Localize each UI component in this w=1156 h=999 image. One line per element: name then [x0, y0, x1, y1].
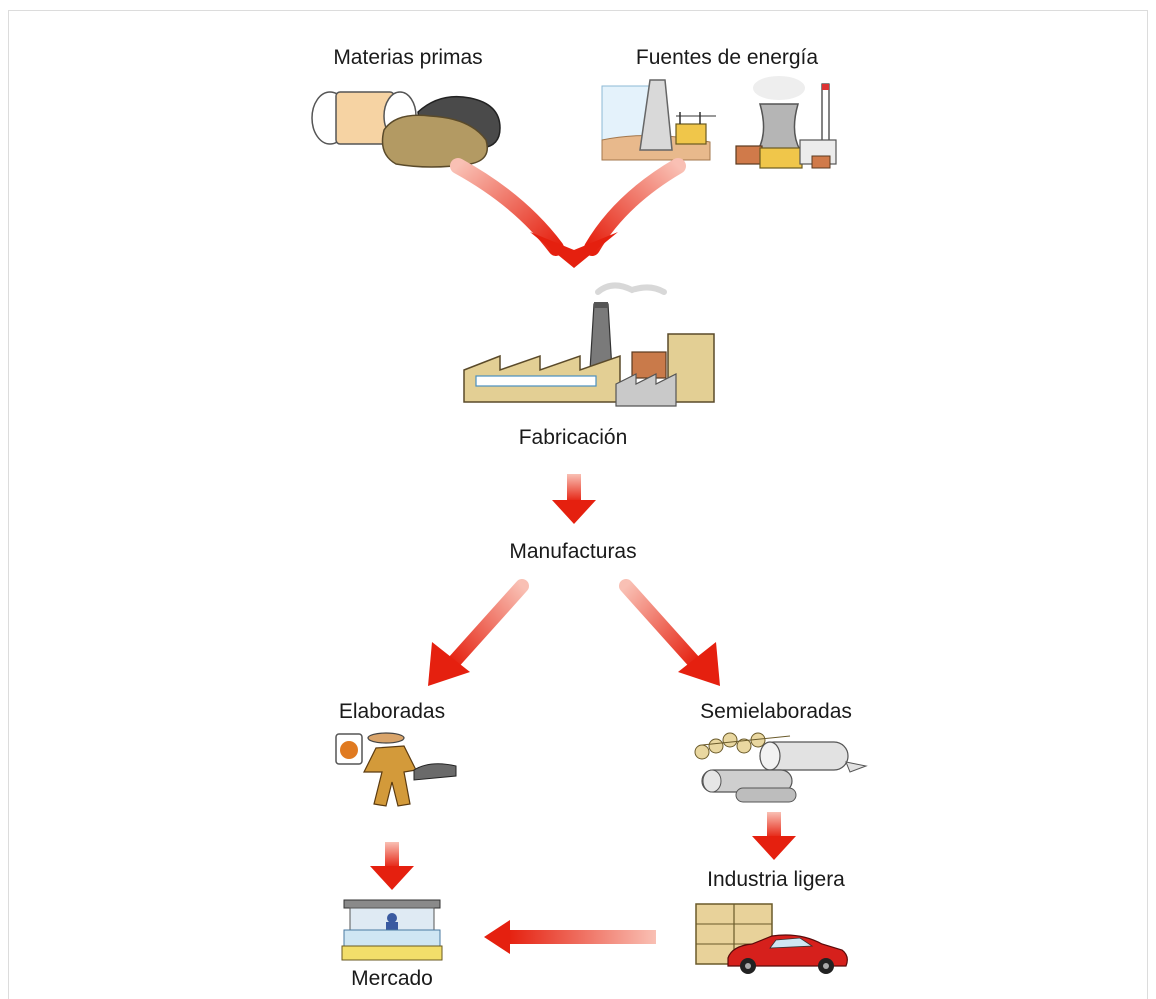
raw-materials-icon — [311, 91, 501, 168]
node-fuentes-energia: Fuentes de energía — [635, 46, 819, 69]
node-mercado: Mercado — [351, 967, 433, 990]
energy-sources-icon — [601, 76, 837, 169]
arrow-elaboradas-to-mercado — [370, 842, 414, 890]
arrow-manufacturas-to-elaboradas — [428, 579, 529, 686]
node-semielaboradas: Semielaboradas — [700, 700, 852, 723]
factory-icon — [463, 282, 715, 407]
arrow-semielaboradas-to-industria — [752, 812, 796, 860]
node-elaboradas: Elaboradas — [338, 700, 446, 723]
arrow-fabricacion-to-manufacturas — [552, 474, 596, 524]
node-manufacturas: Manufacturas — [509, 540, 637, 563]
node-fabricacion: Fabricación — [518, 426, 628, 449]
arrow-industria-to-mercado — [484, 920, 656, 954]
node-materias-primas: Materias primas — [333, 46, 483, 69]
node-industria-ligera: Industria ligera — [707, 868, 845, 891]
market-icon — [341, 899, 443, 961]
finished-goods-icon — [335, 732, 457, 807]
figure-frame — [8, 10, 1148, 999]
arrow-manufacturas-to-semielaboradas — [619, 579, 720, 686]
semi-finished-goods-icon — [694, 732, 868, 803]
light-industry-icon — [695, 903, 848, 974]
arrow-inputs-to-fabricacion — [450, 158, 686, 268]
